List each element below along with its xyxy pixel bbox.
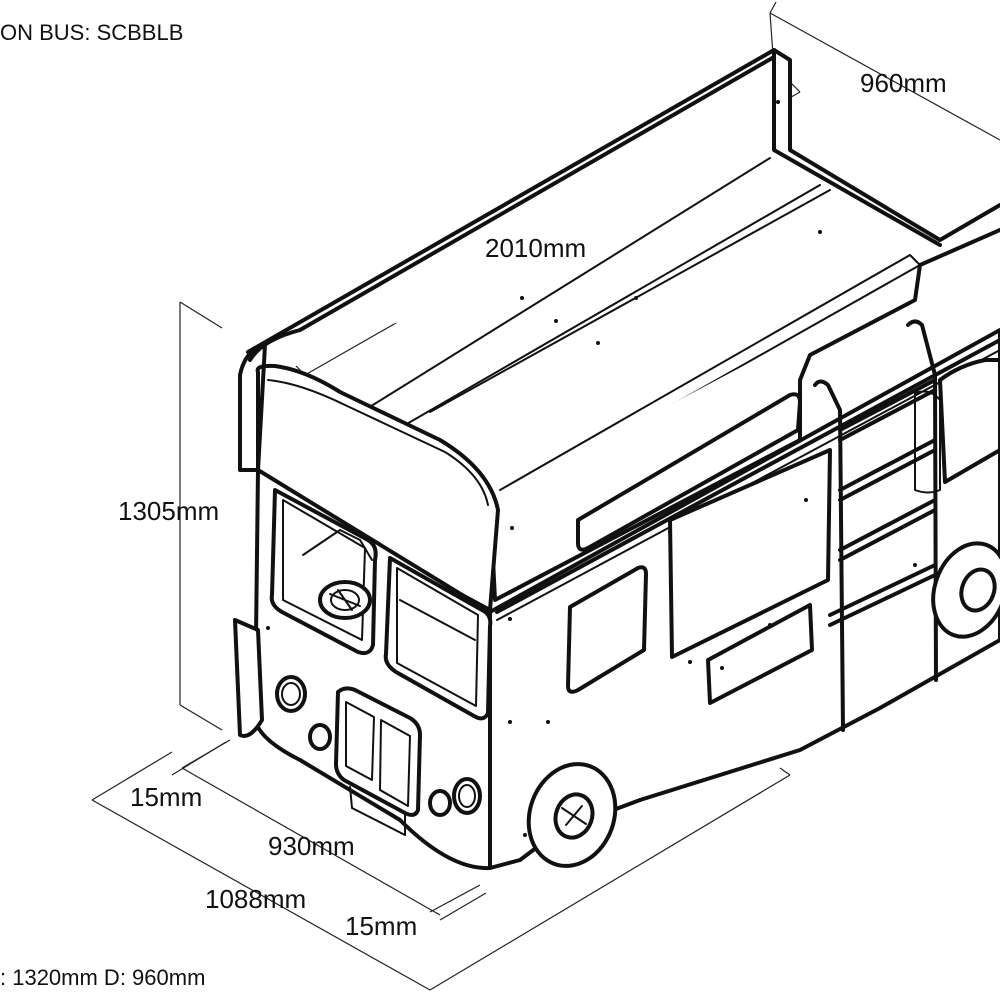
- front-windows: [269, 488, 493, 721]
- front-details: [275, 675, 482, 836]
- label-outer-width: 1088mm: [205, 884, 306, 914]
- label-side-gap-left: 15mm: [130, 782, 202, 812]
- label-inner-width: 930mm: [268, 831, 355, 861]
- dimension-labels: 960mm 2010mm 1305mm 15mm 930mm 1088mm 15…: [118, 68, 947, 941]
- overall-size-caption: : 1320mm D: 960mm: [0, 965, 206, 990]
- side-windows: [566, 358, 1000, 705]
- label-depth-top: 960mm: [860, 68, 947, 98]
- product-title: ON BUS: SCBBLB: [0, 20, 184, 45]
- ladder: [813, 319, 938, 732]
- wheels: [526, 541, 1000, 868]
- screw-dots: [266, 100, 917, 837]
- label-length: 2010mm: [485, 233, 586, 263]
- label-height: 1305mm: [118, 496, 219, 526]
- label-side-gap-right: 15mm: [345, 911, 417, 941]
